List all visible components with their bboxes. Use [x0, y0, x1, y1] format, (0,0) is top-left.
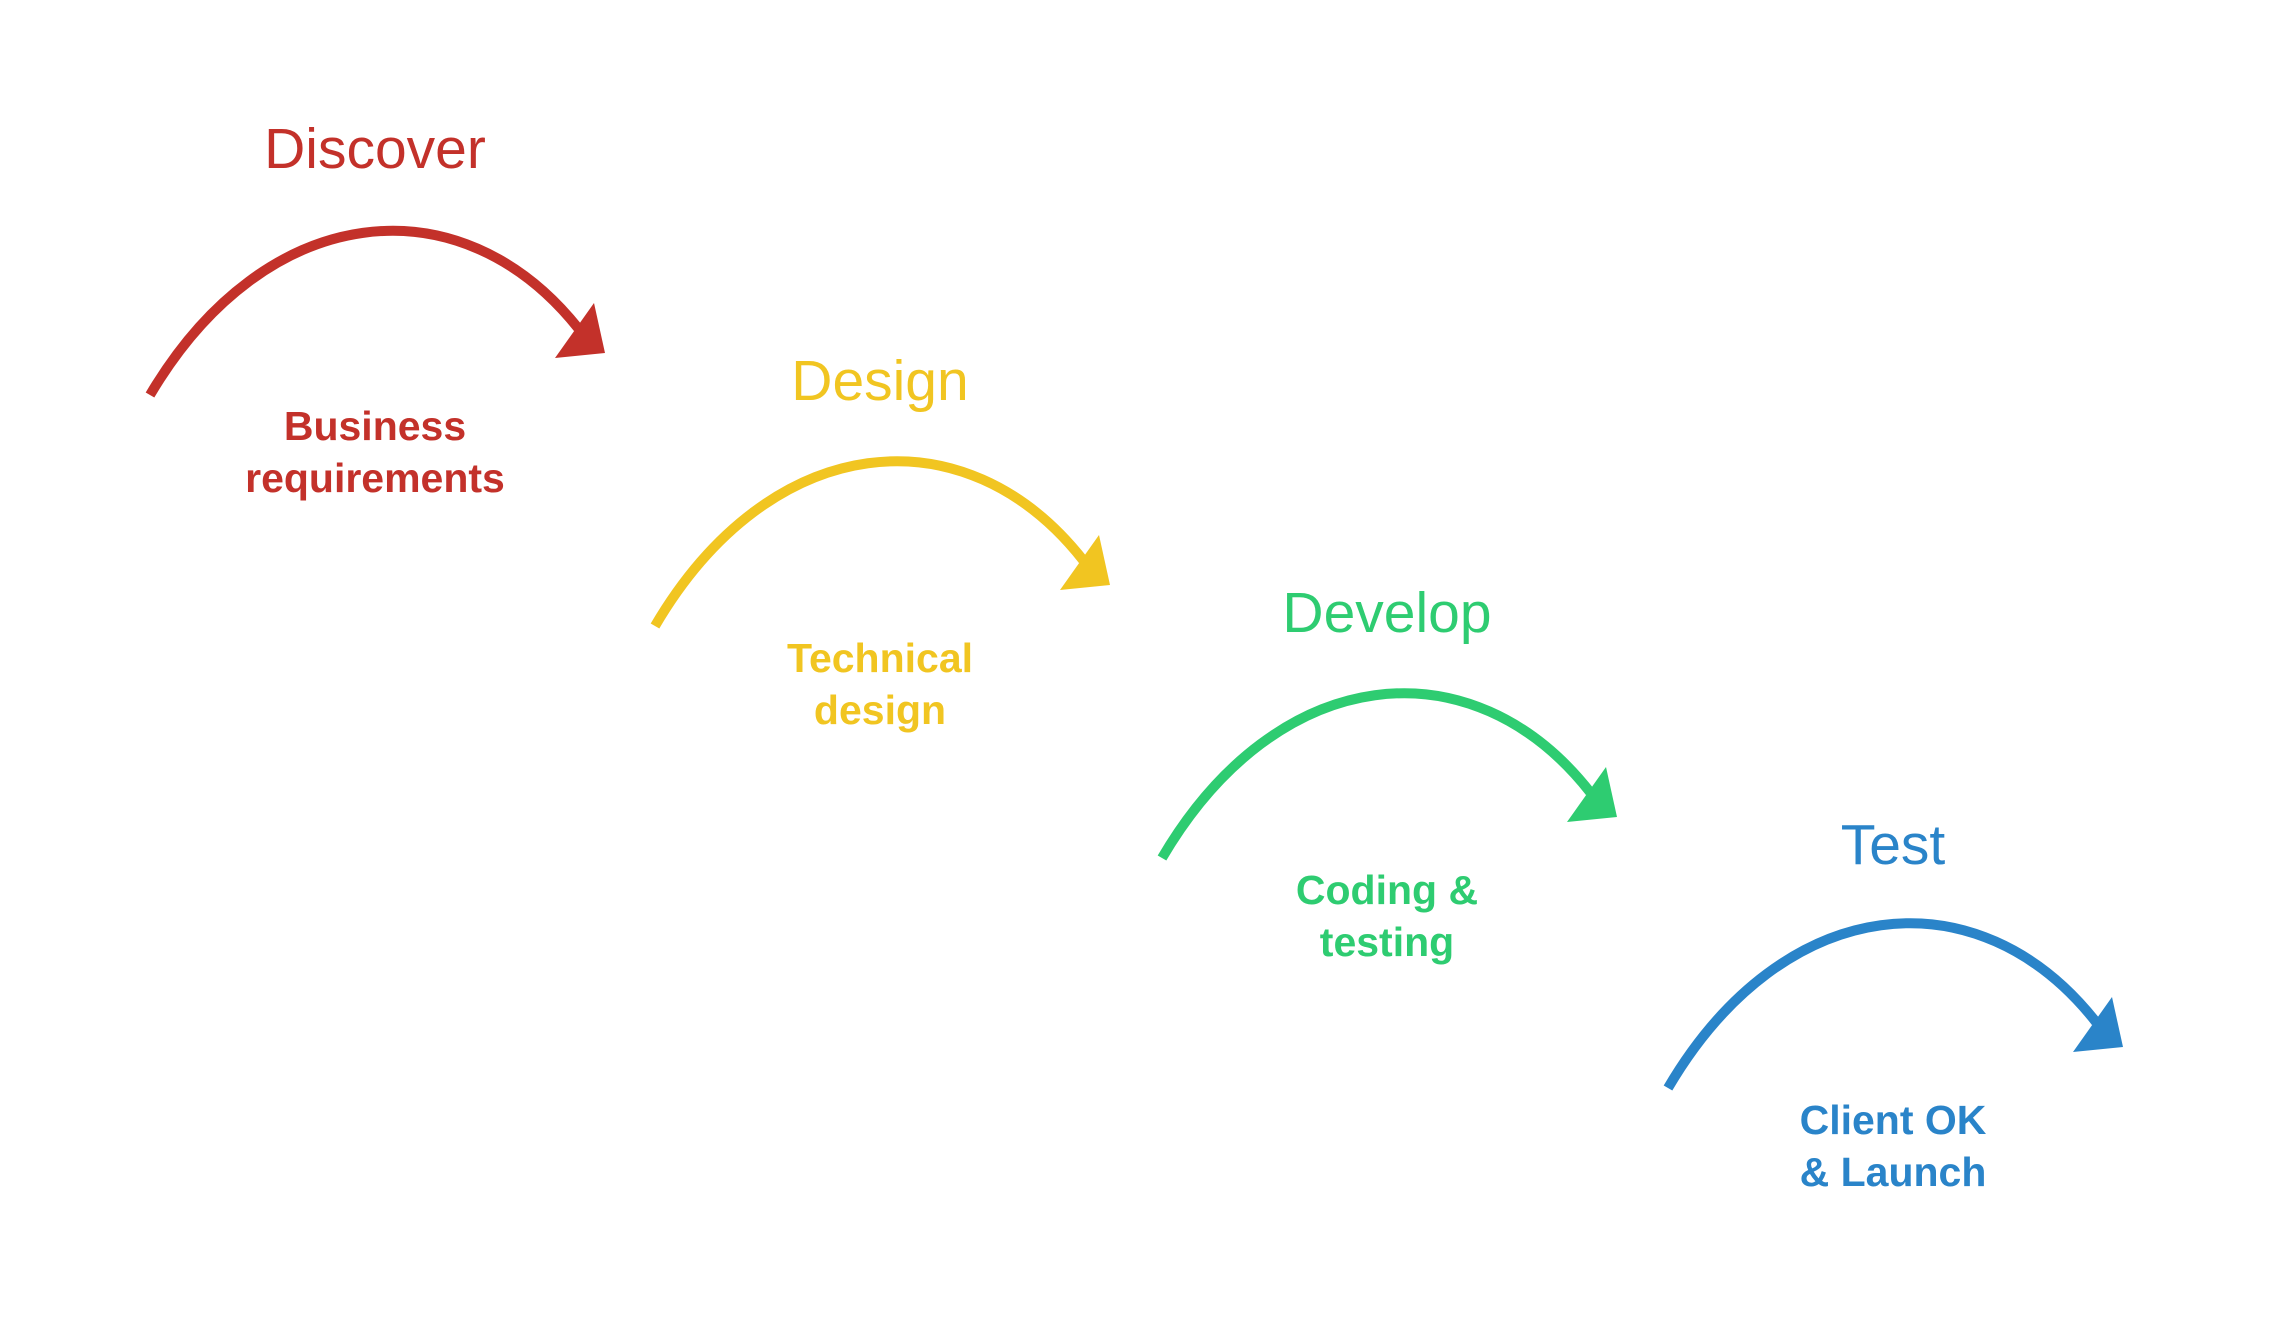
stage-subtitle-test-line1: Client OK	[1800, 1097, 1987, 1143]
stage-subtitle-design-line1: Technical	[787, 635, 973, 681]
stage-subtitle-test-line2: & Launch	[1800, 1149, 1987, 1195]
stage-subtitle-develop-line1: Coding &	[1296, 867, 1478, 913]
arrow-head-discover-icon	[555, 303, 605, 358]
stage-subtitle-discover-line2: requirements	[245, 455, 505, 501]
stage-title-test: Test	[1841, 813, 1946, 877]
stage-test: Test Client OK & Launch	[1663, 813, 2123, 1195]
stage-subtitle-develop-line2: testing	[1320, 919, 1454, 965]
stage-arrow-arc-design	[650, 456, 1087, 629]
stage-title-develop: Develop	[1282, 581, 1491, 645]
stage-discover: Discover Business requirements	[145, 117, 605, 501]
arrow-head-develop-icon	[1567, 767, 1617, 822]
stage-title-discover: Discover	[264, 117, 486, 181]
stage-arrow-arc-discover	[145, 225, 582, 398]
arrow-head-test-icon	[2073, 997, 2123, 1052]
arrow-head-design-icon	[1060, 535, 1110, 590]
stage-subtitle-discover-line1: Business	[284, 403, 466, 449]
stage-title-design: Design	[791, 349, 968, 413]
stage-design: Design Technical design	[650, 349, 1110, 733]
stage-arrow-arc-develop	[1157, 688, 1594, 861]
stage-subtitle-design-line2: design	[814, 687, 946, 733]
stage-arrow-arc-test	[1663, 918, 2100, 1091]
stage-develop: Develop Coding & testing	[1157, 581, 1617, 965]
